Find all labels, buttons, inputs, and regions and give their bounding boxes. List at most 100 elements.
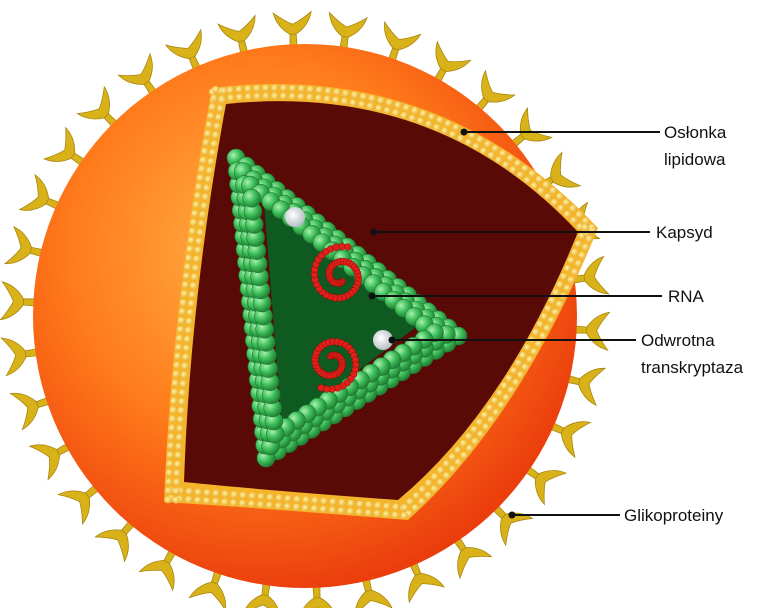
lipid-bead <box>199 211 206 218</box>
lipid-bead <box>173 488 180 495</box>
lipid-bead <box>197 174 204 181</box>
lipid-bead <box>425 121 432 128</box>
lipid-bead <box>412 504 419 511</box>
lipid-bead <box>221 498 228 505</box>
lipid-bead <box>165 496 172 503</box>
lipid-bead <box>175 443 182 450</box>
lipid-bead <box>550 187 557 194</box>
lipid-bead <box>204 130 211 137</box>
lipid-bead <box>551 199 558 206</box>
lipid-bead <box>186 488 193 495</box>
lipid-bead <box>172 380 179 387</box>
lipid-bead <box>507 155 514 162</box>
lipid-bead <box>280 93 287 100</box>
lipid-bead <box>437 479 444 486</box>
lipid-bead <box>488 152 495 159</box>
lipid-bead <box>329 506 336 513</box>
lipid-bead <box>564 211 571 218</box>
lipid-bead <box>198 166 205 173</box>
lipid-bead <box>239 500 246 507</box>
lipid-bead <box>180 299 187 306</box>
lipid-bead <box>461 452 468 459</box>
lipid-bead <box>347 508 354 515</box>
lipid-bead <box>193 201 200 208</box>
lipid-bead <box>198 220 205 227</box>
lipid-bead <box>280 85 287 92</box>
lipid-bead <box>206 167 213 174</box>
lipid-bead <box>208 158 215 165</box>
lipid-bead <box>524 177 531 184</box>
lipid-bead <box>165 478 172 485</box>
lipid-bead <box>339 499 346 506</box>
lipid-bead <box>472 438 479 445</box>
lipid-bead <box>174 461 181 468</box>
lipid-bead <box>538 188 545 195</box>
lipid-bead <box>236 86 243 93</box>
lipid-bead <box>436 117 443 124</box>
lipid-bead <box>332 96 339 103</box>
lipid-bead <box>325 87 332 94</box>
lipid-bead <box>306 94 313 101</box>
lipid-bead <box>481 412 488 419</box>
lipid-bead <box>499 150 506 157</box>
lipid-bead <box>176 335 183 342</box>
lipid-bead <box>386 99 393 106</box>
lipid-bead <box>392 511 399 518</box>
lipid-bead <box>420 110 427 117</box>
lipid-bead <box>267 494 274 501</box>
lipid-bead <box>182 281 189 288</box>
lipid-bead <box>173 371 180 378</box>
lipid-bead <box>307 86 314 93</box>
lipid-bead <box>212 132 219 139</box>
lipid-bead <box>179 389 186 396</box>
lipid-bead <box>564 284 571 291</box>
lipid-bead <box>443 472 450 479</box>
lipid-bead <box>531 182 538 189</box>
lipid-bead <box>535 340 542 347</box>
lipid-bead <box>215 114 222 121</box>
lipid-bead <box>176 434 183 441</box>
lipid-bead <box>541 313 548 320</box>
lipid-bead <box>211 95 218 102</box>
label-envelope-line1: Osłonka <box>664 123 727 142</box>
lipid-bead <box>522 364 529 371</box>
label-rna: RNA <box>668 287 705 306</box>
lipid-bead <box>174 353 181 360</box>
lipid-bead <box>285 495 292 502</box>
lipid-bead <box>193 256 200 263</box>
lipid-bead <box>181 290 188 297</box>
lipid-bead <box>578 232 585 239</box>
reverse-transcriptase-particle <box>285 207 305 227</box>
lipid-bead <box>188 300 195 307</box>
lipid-bead <box>431 473 438 480</box>
lipid-bead <box>190 282 197 289</box>
lipid-bead <box>271 92 278 99</box>
lipid-bead <box>496 390 503 397</box>
lipid-bead <box>582 224 589 231</box>
lipid-bead <box>374 510 381 517</box>
lipid-bead <box>358 101 365 108</box>
lipid-bead <box>205 176 212 183</box>
lipid-bead <box>395 102 402 109</box>
lipid-bead <box>194 497 201 504</box>
lipid-bead <box>191 273 198 280</box>
lipid-bead <box>177 416 184 423</box>
lipid-bead <box>245 85 252 92</box>
lipid-bead <box>457 135 464 142</box>
lipid-bead <box>303 496 310 503</box>
lipid-bead <box>569 205 576 212</box>
lipid-bead <box>571 249 578 256</box>
lipid-bead <box>529 170 536 177</box>
lipid-bead <box>231 491 238 498</box>
lipid-bead <box>201 202 208 209</box>
lipid-bead <box>480 147 487 154</box>
lipid-bead <box>356 501 363 508</box>
lipid-bead <box>185 255 192 262</box>
lipid-bead <box>263 93 270 100</box>
lipid-bead <box>351 91 358 98</box>
lipid-bead <box>403 104 410 111</box>
lipid-bead <box>168 433 175 440</box>
lipid-bead <box>495 157 502 164</box>
lipid-bead <box>455 459 462 466</box>
